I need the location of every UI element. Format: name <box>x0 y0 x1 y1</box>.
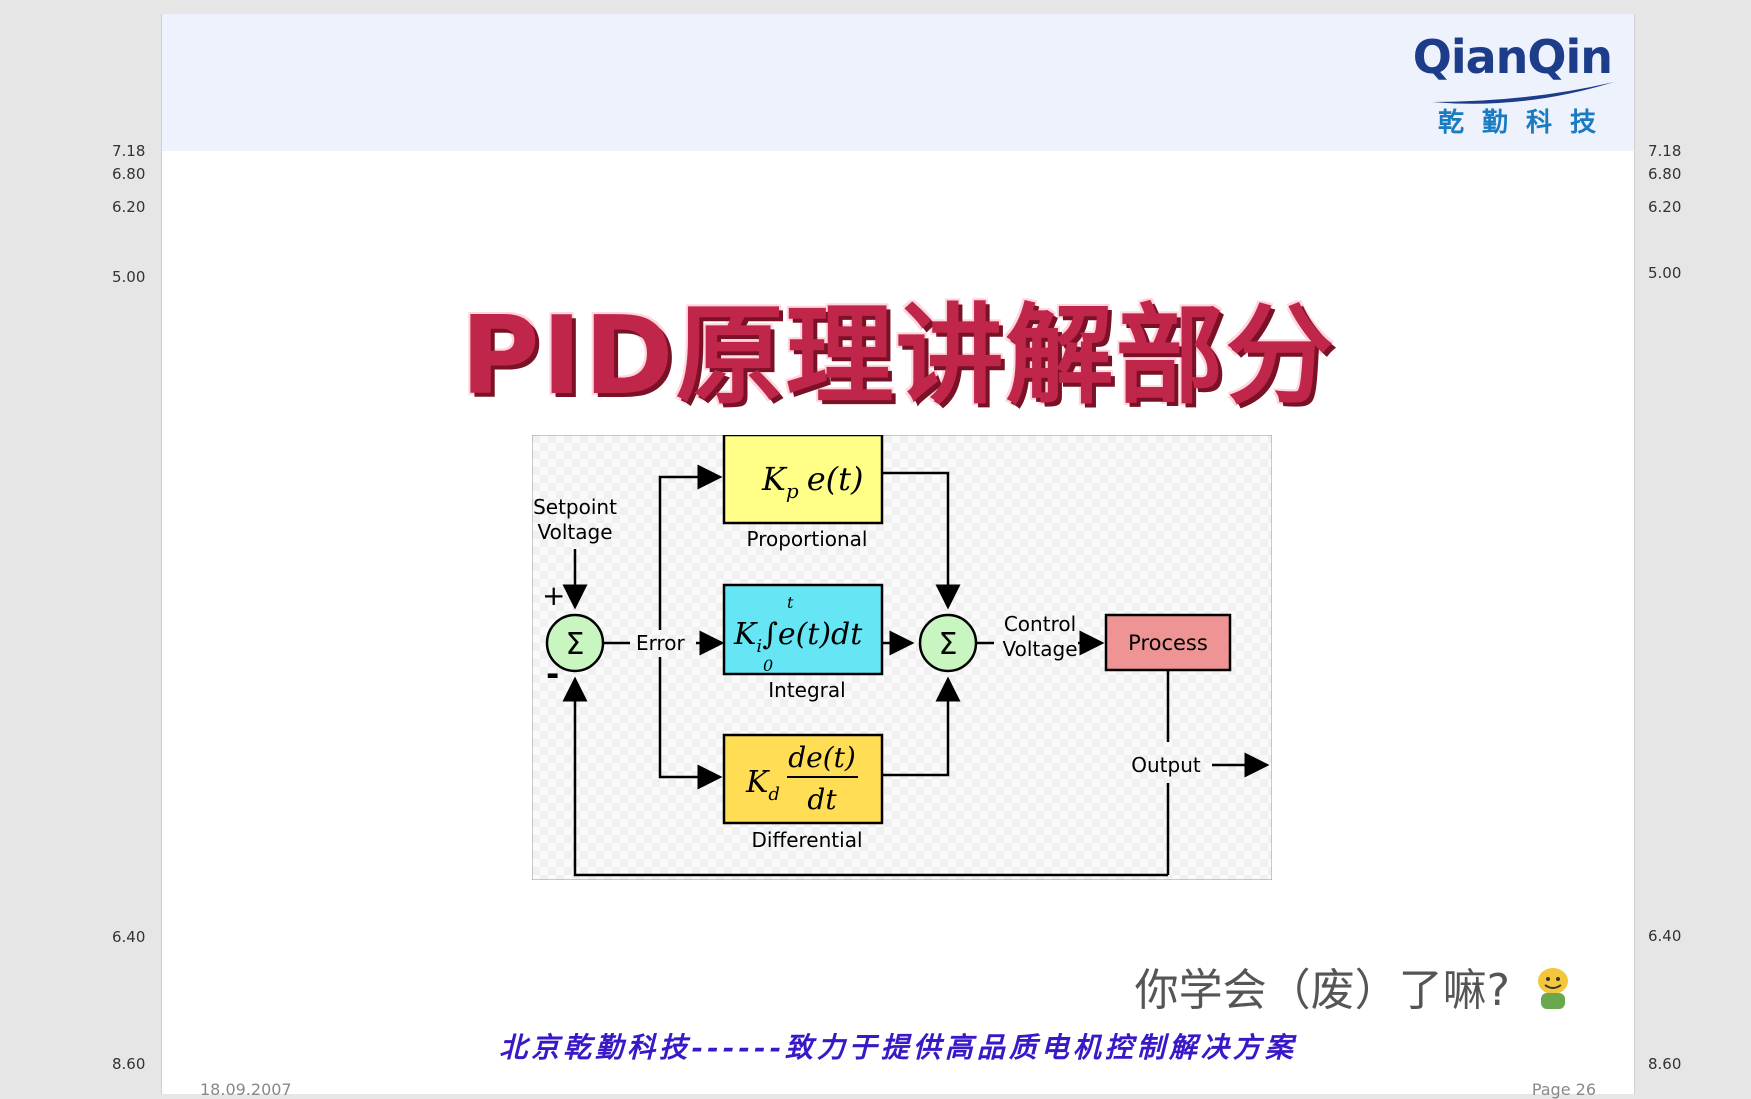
process-label: Process <box>1128 631 1208 655</box>
cartoon-mascot-icon <box>1538 968 1568 1009</box>
ruler-left-label: 8.60 <box>112 1055 146 1073</box>
integral-upper-limit: t <box>787 593 794 612</box>
ruler-left-label: 5.00 <box>112 268 146 286</box>
ruler-right-label: 7.18 <box>1648 142 1682 160</box>
kd-symbol: Kd <box>745 765 780 805</box>
footer-date: 18.09.2007 <box>200 1080 292 1099</box>
question-caption: 你学会（废）了嘛? <box>1135 954 1574 1018</box>
integral-label: Integral <box>768 678 845 702</box>
ruler-right-label: 6.20 <box>1648 198 1682 216</box>
differential-label: Differential <box>751 828 862 852</box>
question-text: 你学会（废）了嘛? <box>1134 965 1510 1016</box>
slide-title: PID原理讲解部分 <box>460 294 1336 419</box>
company-logo: QianQin 乾勤科技 <box>1413 30 1622 142</box>
output-label: Output <box>1131 753 1201 777</box>
ruler-right-label: 6.40 <box>1648 927 1682 945</box>
logo-chinese-name: 乾勤科技 <box>1437 108 1614 138</box>
control-voltage-label: Voltage <box>1002 637 1077 661</box>
kd-denominator: dt <box>807 783 837 816</box>
ruler-left-label: 6.20 <box>112 198 146 216</box>
plus-sign: + <box>542 579 565 612</box>
ruler-right-label: 6.80 <box>1648 165 1682 183</box>
slide-header-band <box>162 14 1634 151</box>
ruler-left-label: 6.80 <box>112 165 146 183</box>
process-block <box>1104 613 1232 672</box>
logo-wordmark: QianQin <box>1412 30 1613 84</box>
proportional-block <box>722 433 884 525</box>
sum-symbol: Σ <box>566 627 585 662</box>
setpoint-label: Setpoint <box>533 495 617 519</box>
setpoint-label: Voltage <box>537 520 612 544</box>
ruler-right-label: 5.00 <box>1648 264 1682 282</box>
control-voltage-label: Control <box>1004 612 1076 636</box>
ruler-left-label: 7.18 <box>112 142 146 160</box>
differential-block <box>722 733 884 825</box>
company-slogan: 北京乾勤科技------致力于提供高品质电机控制解决方案 <box>499 1031 1297 1064</box>
error-label: Error <box>636 631 686 655</box>
logo-swoosh-icon <box>1432 82 1614 104</box>
ruler-right-label: 8.60 <box>1648 1055 1682 1073</box>
integral-block <box>722 583 884 676</box>
sum-symbol: Σ <box>939 627 958 662</box>
ki-formula: Ki∫e(t)dt <box>733 617 863 657</box>
ruler-left-label: 6.40 <box>112 928 146 946</box>
kd-numerator: de(t) <box>788 741 856 774</box>
slide-canvas[interactable]: QianQin 乾勤科技 PID原理讲解部分 Setpoint Voltage <box>161 14 1635 1099</box>
proportional-label: Proportional <box>746 527 867 551</box>
footer-page-number: Page 26 <box>1531 1080 1596 1099</box>
integral-lower-limit: 0 <box>763 656 773 675</box>
